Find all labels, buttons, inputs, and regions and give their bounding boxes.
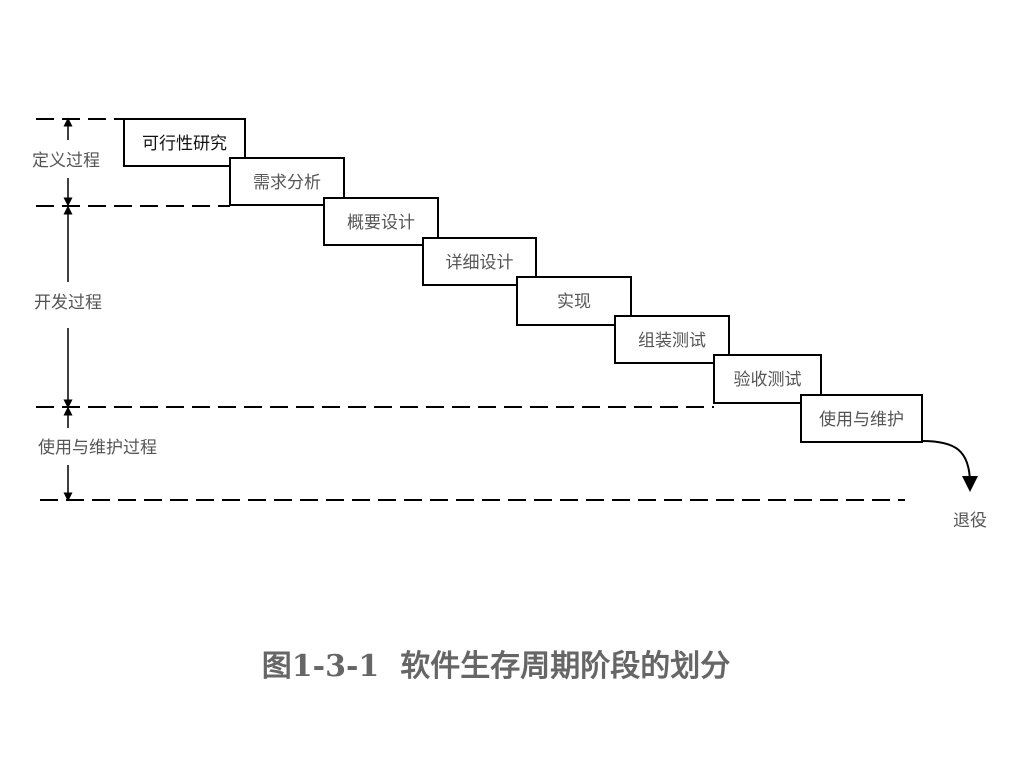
stage-box-use-and-maintenance: 使用与维护 (800, 394, 923, 443)
stage-box-integration-testing: 组装测试 (614, 315, 730, 364)
figure-caption: 图1-3-1 软件生存周期阶段的划分 (262, 649, 730, 684)
phase-label-maintenance: 使用与维护过程 (38, 437, 157, 458)
stage-label-integration-testing: 组装测试 (638, 331, 706, 351)
stage-label-requirements-analysis: 需求分析 (253, 173, 321, 193)
phase-label-definition: 定义过程 (32, 151, 100, 171)
stage-box-requirements-analysis: 需求分析 (229, 157, 345, 206)
stage-box-high-level-design: 概要设计 (323, 197, 439, 246)
stage-label-acceptance-testing: 验收测试 (734, 370, 802, 390)
stage-label-feasibility-study: 可行性研究 (142, 134, 227, 154)
stage-label-implementation: 实现 (557, 292, 591, 312)
stage-box-feasibility-study: 可行性研究 (123, 118, 246, 167)
stage-box-implementation: 实现 (516, 276, 632, 326)
stage-label-use-and-maintenance: 使用与维护 (819, 409, 904, 430)
phase-label-development: 开发过程 (34, 293, 102, 313)
retire-arrow (921, 440, 978, 492)
retire-label: 退役 (953, 511, 987, 531)
stage-label-high-level-design: 概要设计 (347, 213, 415, 233)
stage-label-detailed-design: 详细设计 (446, 253, 514, 273)
